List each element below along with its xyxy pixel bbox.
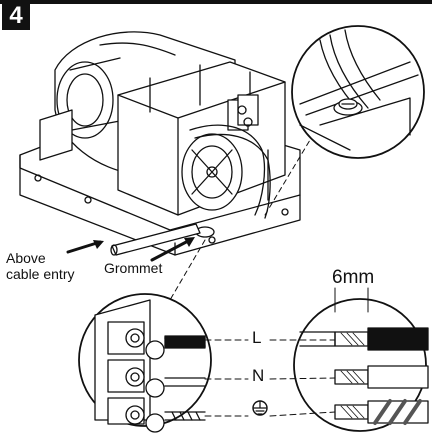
above-label-line1: Above	[6, 250, 46, 266]
terminal-block-zoom	[78, 293, 212, 433]
earth-connector	[204, 411, 336, 417]
wire-strip-zoom	[293, 287, 429, 432]
earth-detail-zoom	[291, 25, 425, 159]
strip-length-label: 6mm	[332, 267, 375, 288]
neutral-connector	[204, 377, 336, 380]
earth-ground-icon	[252, 400, 268, 416]
step-number-badge: 4	[2, 2, 30, 30]
above-cable-entry-label: Above cable entry	[6, 250, 74, 282]
zoom-guide-line-lower	[169, 239, 206, 301]
above-label-line2: cable entry	[6, 266, 75, 282]
fan-motor-unit	[19, 31, 301, 256]
grommet-label: Grommet	[104, 260, 163, 276]
zoom-guide-line	[264, 139, 311, 216]
grommet-arrow	[150, 238, 192, 262]
neutral-wire-label: N	[250, 366, 267, 386]
supply-cable	[110, 223, 201, 256]
live-wire-label: L	[250, 328, 264, 348]
step-header-rule	[0, 0, 432, 4]
